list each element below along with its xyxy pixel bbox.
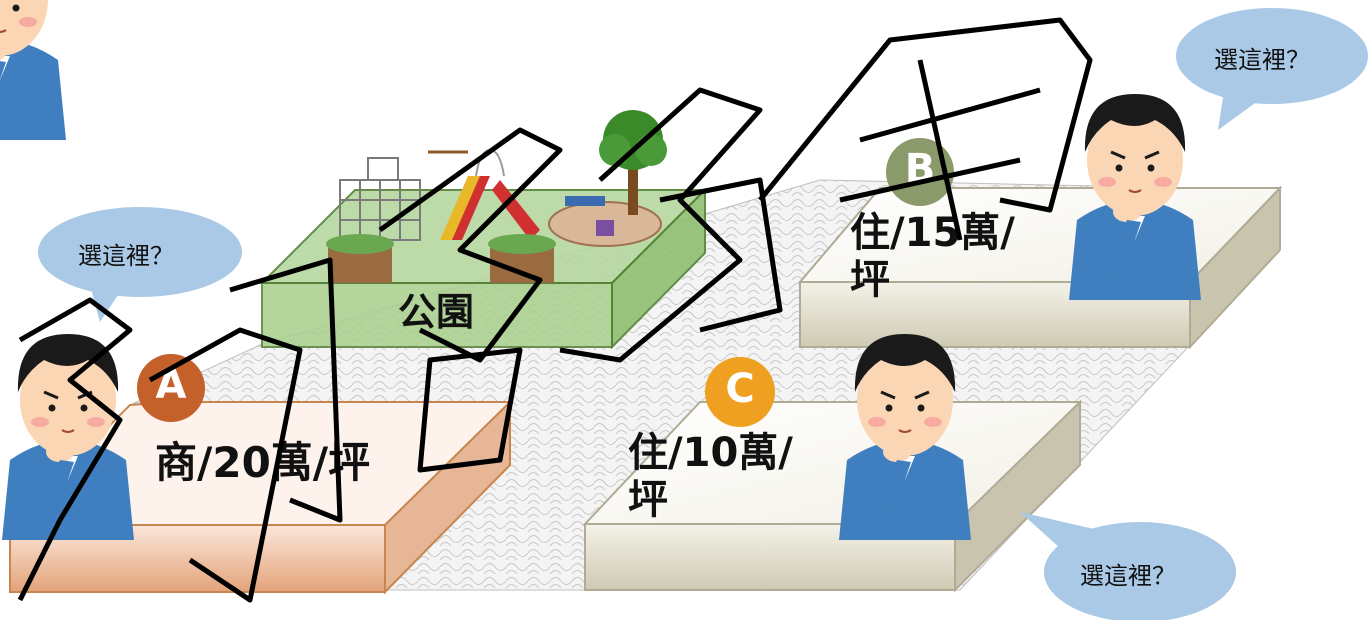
- badge-c-circle: [705, 357, 775, 427]
- park-label: 公園: [398, 290, 475, 334]
- lot-b-label: 住/15萬/坪: [850, 210, 1015, 304]
- lot-c-label: 住/10萬/坪: [628, 430, 793, 524]
- bubble-top-right-text: 選這裡？: [1214, 46, 1310, 74]
- badge-b: B: [904, 146, 936, 192]
- thinking-person-icon: [0, 0, 66, 140]
- bubble-left-text: 選這裡？: [78, 242, 174, 270]
- badge-a: A: [155, 362, 187, 408]
- speech-bubble-top-right: [1176, 8, 1368, 130]
- lot-a-label: 商/20萬/坪: [155, 438, 371, 487]
- speech-bubble-bottom-right: [1020, 512, 1236, 620]
- bubble-bottom-right-text: 選這裡？: [1080, 562, 1176, 590]
- badge-c: C: [725, 366, 755, 412]
- park-block: [259, 110, 708, 350]
